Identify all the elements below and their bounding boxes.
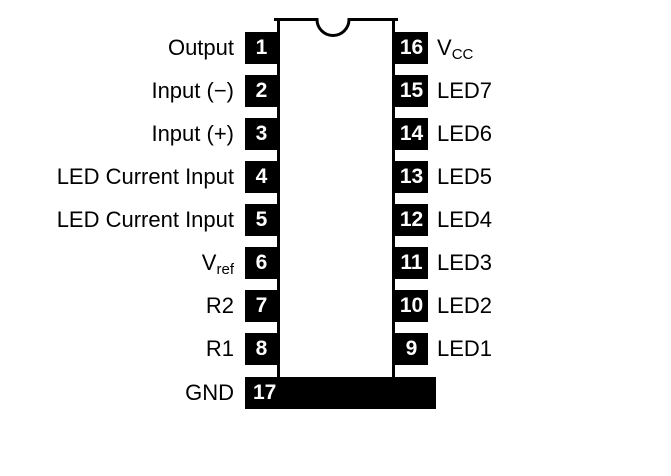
pin-label-16-text: V bbox=[437, 35, 452, 60]
pin-box-4[interactable]: 4 bbox=[245, 161, 278, 193]
pin-label-2: Input (−) bbox=[151, 75, 234, 107]
pin-box-5[interactable]: 5 bbox=[245, 204, 278, 236]
pin-box-12[interactable]: 12 bbox=[395, 204, 428, 236]
pin-box-15[interactable]: 15 bbox=[395, 75, 428, 107]
pin-box-1[interactable]: 1 bbox=[245, 32, 278, 64]
pin-box-11[interactable]: 11 bbox=[395, 247, 428, 279]
pin-box-7[interactable]: 7 bbox=[245, 290, 278, 322]
pin-label-14-text: LED6 bbox=[437, 121, 493, 146]
pin-box-16[interactable]: 16 bbox=[395, 32, 428, 64]
pin-label-12: LED4 bbox=[437, 204, 492, 236]
pin-box-6[interactable]: 6 bbox=[245, 247, 278, 279]
pin-label-3: Input (+) bbox=[151, 118, 234, 150]
pin-box-17-ground-pad[interactable]: 17 bbox=[245, 377, 436, 409]
pin-label-11-text: LED3 bbox=[437, 250, 493, 275]
pin-label-13: LED5 bbox=[437, 161, 492, 193]
pin-label-11: LED3 bbox=[437, 247, 492, 279]
pin-label-4-text: LED Current Input bbox=[56, 164, 234, 189]
pin-label-7: R2 bbox=[206, 290, 234, 322]
pin-label-16: VCC bbox=[437, 32, 473, 67]
pin-number-17: 17 bbox=[253, 381, 277, 404]
pin-label-8-text: R1 bbox=[205, 336, 234, 361]
pin-box-2[interactable]: 2 bbox=[245, 75, 278, 107]
pin-label-4: LED Current Input bbox=[57, 161, 234, 193]
pin-label-14: LED6 bbox=[437, 118, 492, 150]
pin-label-9: LED1 bbox=[437, 333, 492, 365]
pin-label-1: Output bbox=[168, 32, 234, 64]
ic-top-edge-with-notch bbox=[274, 18, 398, 37]
pin-label-10: LED2 bbox=[437, 290, 492, 322]
pin-box-8[interactable]: 8 bbox=[245, 333, 278, 365]
pin-box-13[interactable]: 13 bbox=[395, 161, 428, 193]
pin-label-9-text: LED1 bbox=[437, 336, 493, 361]
pin-box-10[interactable]: 10 bbox=[395, 290, 428, 322]
pin-label-5-text: LED Current Input bbox=[56, 207, 234, 232]
ic-body-outline bbox=[277, 18, 395, 378]
pin-label-5: LED Current Input bbox=[57, 204, 234, 236]
pin-label-15: LED7 bbox=[437, 75, 492, 107]
pin-label-17: GND bbox=[185, 377, 234, 409]
pin-label-6: Vref bbox=[202, 247, 234, 282]
pin-label-6-subscript: ref bbox=[216, 261, 234, 278]
pin-label-16-subscript: CC bbox=[451, 46, 474, 63]
pin-box-3[interactable]: 3 bbox=[245, 118, 278, 150]
pin-label-12-text: LED4 bbox=[437, 207, 493, 232]
pin-label-7-text: R2 bbox=[205, 293, 234, 318]
pin-box-14[interactable]: 14 bbox=[395, 118, 428, 150]
pin-label-1-text: Output bbox=[167, 35, 234, 60]
pin-label-3-text: Input (+) bbox=[151, 121, 234, 146]
pin-box-9[interactable]: 9 bbox=[395, 333, 428, 365]
pin-label-8: R1 bbox=[206, 333, 234, 365]
pin-label-15-text: LED7 bbox=[437, 78, 493, 103]
pin-label-13-text: LED5 bbox=[437, 164, 493, 189]
pin-label-6-text: V bbox=[201, 250, 217, 275]
pin-label-17-text: GND bbox=[185, 380, 234, 405]
notch-arc-path bbox=[274, 18, 398, 37]
pin-label-10-text: LED2 bbox=[437, 293, 493, 318]
pin-label-2-text: Input (−) bbox=[151, 78, 234, 103]
